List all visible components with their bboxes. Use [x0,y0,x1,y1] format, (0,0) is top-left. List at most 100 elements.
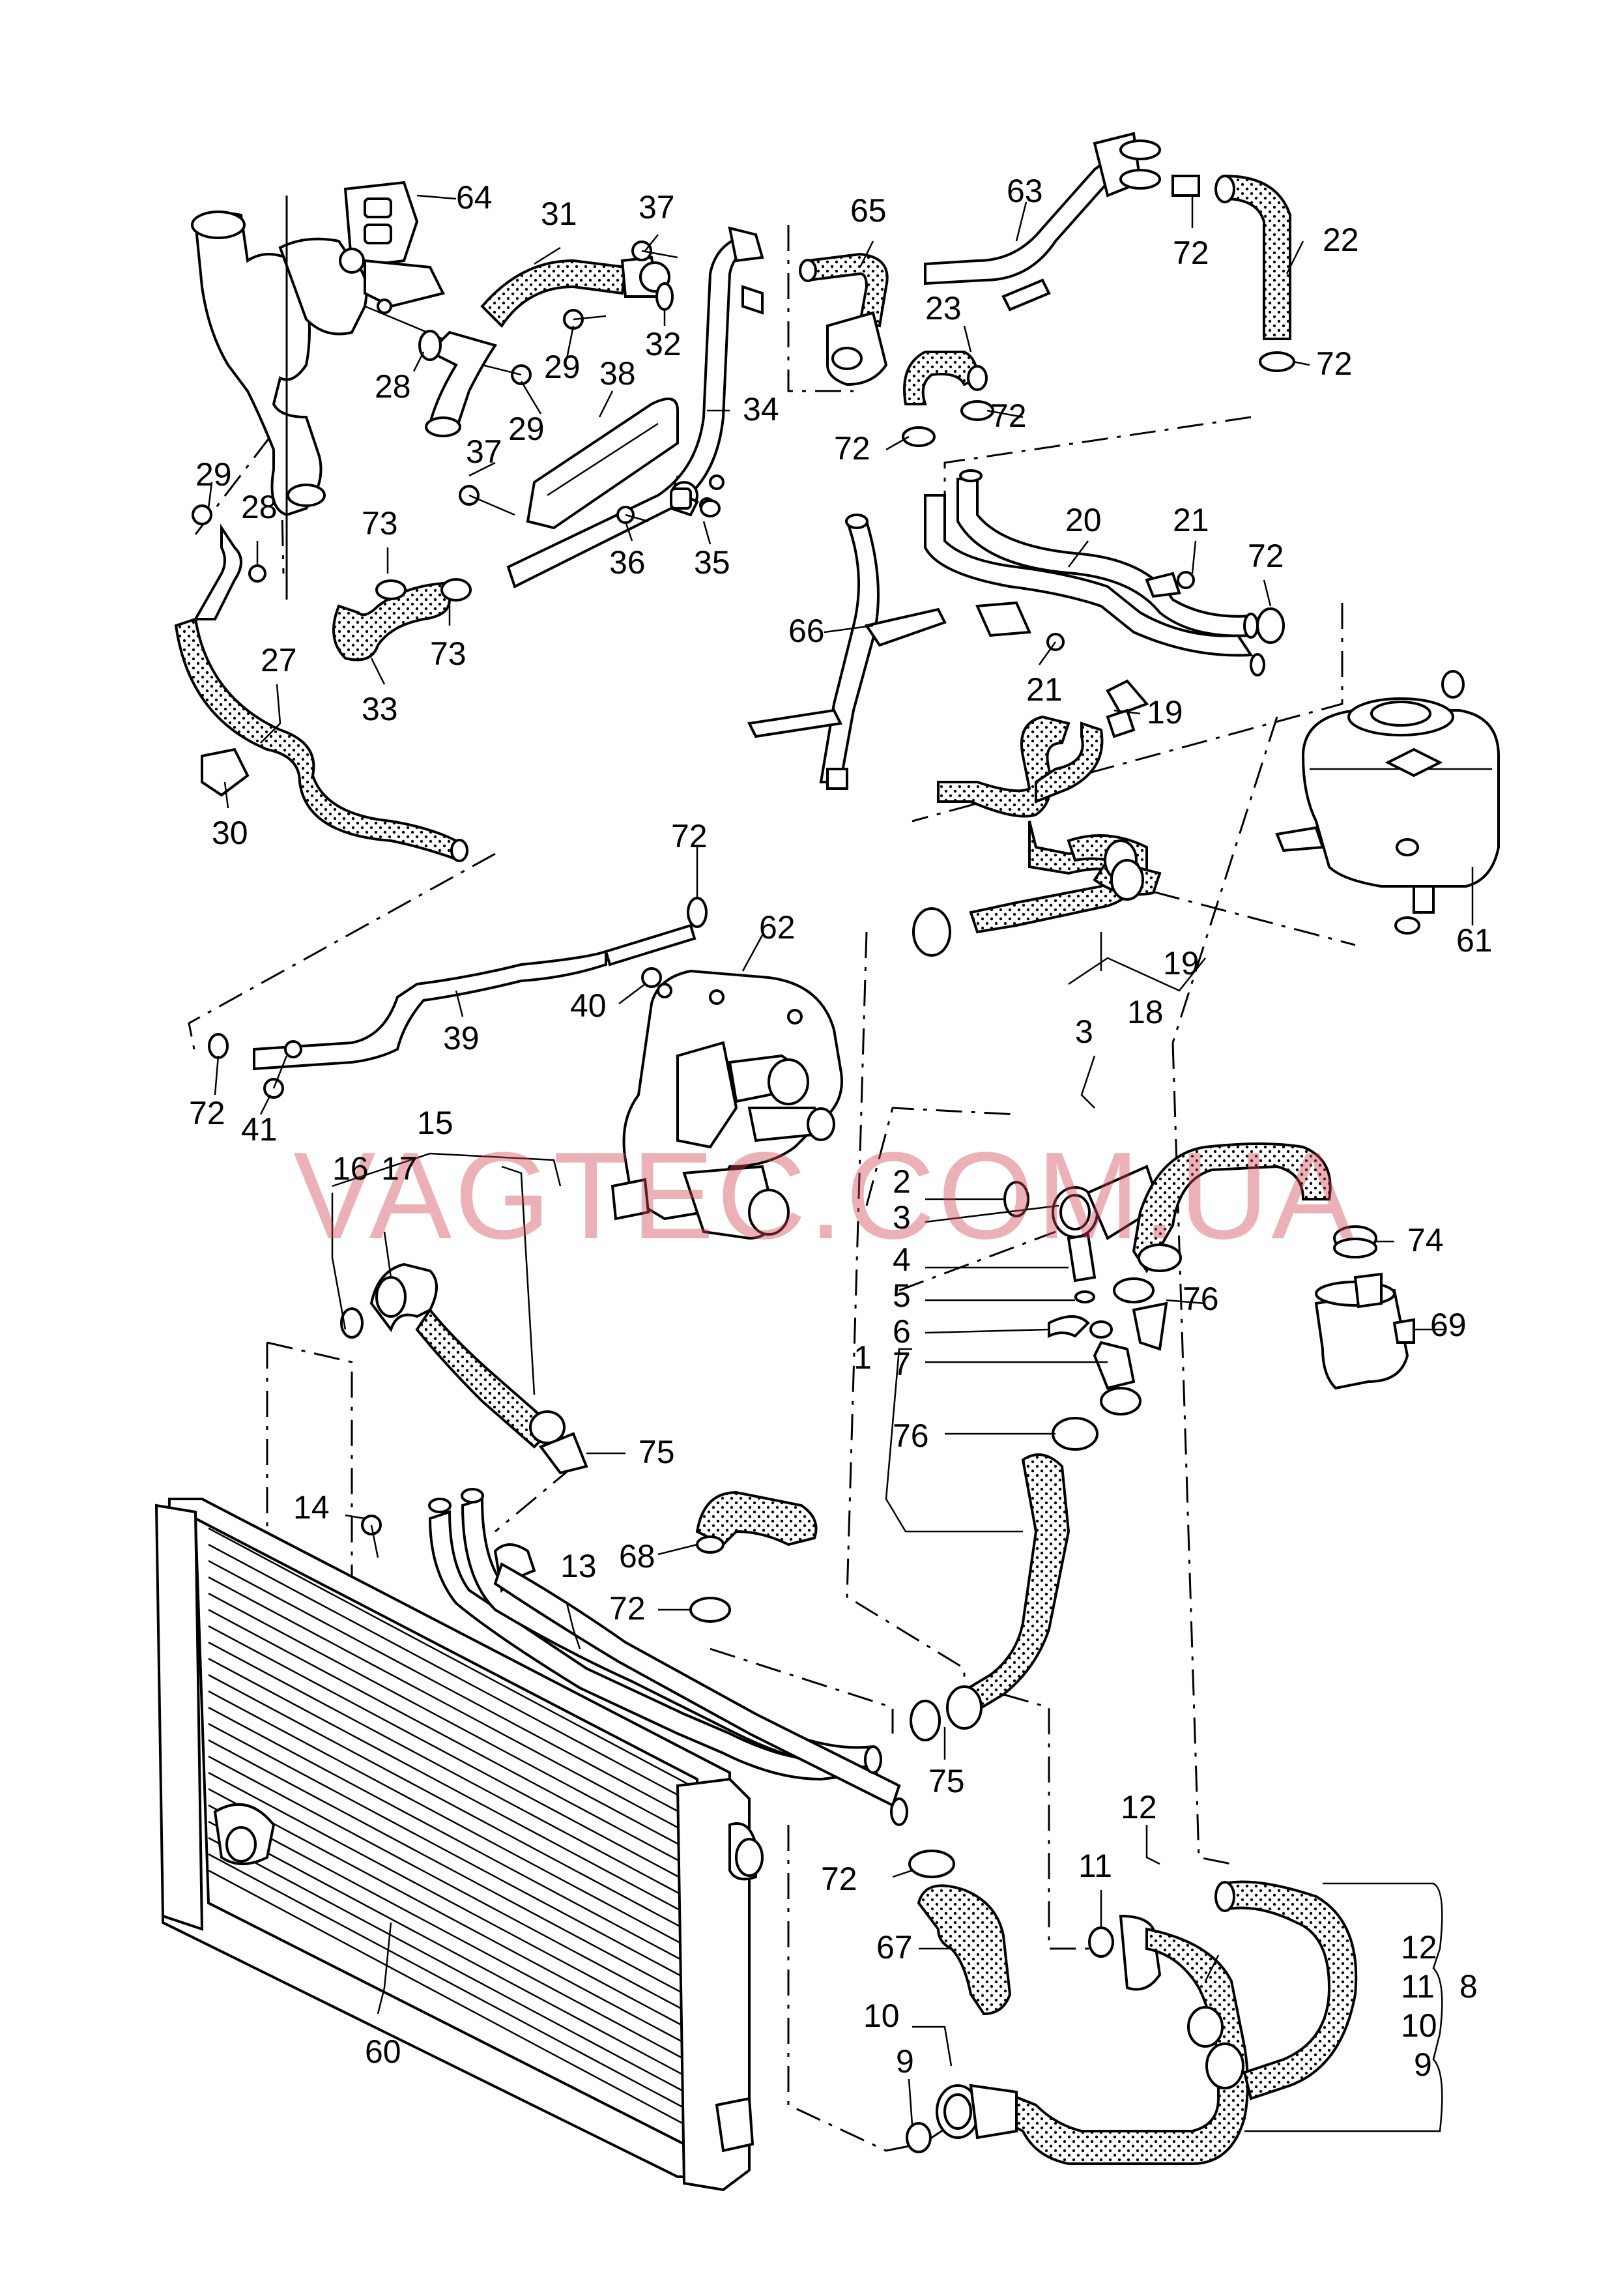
label-76: 76 [1183,1281,1219,1317]
label-72: 72 [834,430,870,467]
label-74: 74 [1407,1222,1444,1258]
label-3: 3 [893,1199,911,1236]
sensor-35 [670,487,721,517]
label-68: 68 [619,1538,655,1575]
label-18: 18 [1127,994,1164,1030]
label-38: 38 [599,355,636,392]
hose-22 [1171,174,1295,372]
label-73: 73 [430,635,467,672]
label-11: 11 [1078,1848,1112,1884]
hose-15 [340,1262,588,1475]
label-33: 33 [362,691,398,727]
label-72: 72 [189,1095,225,1131]
label-19: 19 [1147,694,1183,731]
expansion-tank-61 [1275,670,1500,935]
leader-lines [207,194,1474,2132]
watermark: VAGTEC.COM.UA [293,1127,1357,1265]
label-72: 72 [609,1590,646,1627]
label-27: 27 [261,642,297,678]
label-22: 22 [1323,222,1359,258]
label-3: 3 [1075,1013,1093,1050]
label-21: 21 [1173,502,1209,538]
pipe-39 [208,897,708,1099]
label-40: 40 [570,987,607,1024]
label-60: 60 [365,2033,401,2070]
label-67: 67 [876,1929,913,1966]
label-63: 63 [1007,173,1043,209]
label-32: 32 [645,326,682,362]
label-10: 10 [863,1998,900,2034]
bolt-14 [361,1515,382,1558]
label-72: 72 [671,818,708,854]
label-12: 12 [1121,1789,1157,1825]
label-20: 20 [1065,502,1102,538]
label-72: 72 [821,1861,857,1897]
clamp-74 [1333,1225,1377,1258]
label-4: 4 [893,1242,911,1278]
hose-group-8 [906,1880,1358,2165]
heat-shield-38 [526,398,679,530]
label-9: 9 [896,2043,914,2080]
pump-housing-64 [191,181,445,600]
label-29: 29 [508,411,545,447]
label-16: 16 [332,1150,369,1187]
aux-pump-69 [1314,1272,1415,1390]
label-2: 2 [893,1163,911,1200]
label-31: 31 [541,196,577,232]
label-72: 72 [1173,235,1209,271]
label-11: 11 [1401,1968,1435,2005]
hose-67 [908,1850,1012,2016]
label-36: 36 [609,544,646,581]
pipe-20 [924,469,1265,676]
label-8: 8 [1459,1968,1478,2005]
label-72: 72 [990,398,1027,434]
label-35: 35 [694,544,730,581]
hose-65 [799,252,889,386]
hose-33 [332,578,472,661]
clamp-72-right [1256,607,1285,644]
pipe-66 [747,514,947,790]
label-17: 17 [381,1150,418,1187]
label-73: 73 [362,505,398,542]
sensor-group-1 [1048,1233,1168,1451]
label-15: 15 [417,1105,453,1141]
label-23: 23 [925,290,962,327]
label-72: 72 [1316,345,1353,382]
label-41: 41 [241,1111,278,1148]
radiator-60 [154,1498,764,2192]
bolt-37-lower [459,485,515,516]
label-65: 65 [850,192,887,229]
label-76: 76 [893,1417,929,1454]
label-29: 29 [544,349,581,385]
label-75: 75 [928,1763,965,1799]
label-28: 28 [241,489,278,525]
label-1: 1 [854,1339,872,1376]
pipe-13 [428,1488,908,1826]
part-labels: 64 37 31 65 63 72 22 32 29 23 72 28 38 2… [189,173,1493,2083]
hose-to-74 [1132,1142,1332,1273]
label-21: 21 [1026,671,1063,708]
label-37: 37 [639,189,675,225]
label-9: 9 [1414,2046,1432,2083]
label-61: 61 [1456,922,1493,959]
label-6: 6 [893,1313,911,1350]
label-75: 75 [639,1434,675,1470]
hose-27 [174,504,468,863]
clamp-72-68 [689,1597,731,1623]
label-10: 10 [1401,2007,1437,2044]
label-13: 13 [560,1548,597,1584]
label-39: 39 [443,1020,480,1056]
label-30: 30 [212,815,248,851]
label-5: 5 [893,1277,911,1314]
label-66: 66 [788,613,825,649]
label-14: 14 [293,1489,330,1526]
pipe-63 [924,132,1161,312]
label-64: 64 [456,179,493,216]
hose-assembly-18 [912,679,1162,957]
label-28: 28 [375,368,411,405]
hose-68 [695,1490,818,1554]
thermostat-housing-62 [610,969,843,1240]
label-62: 62 [759,909,796,946]
hose-lower-main [910,1453,1070,1741]
label-12: 12 [1401,1929,1437,1966]
